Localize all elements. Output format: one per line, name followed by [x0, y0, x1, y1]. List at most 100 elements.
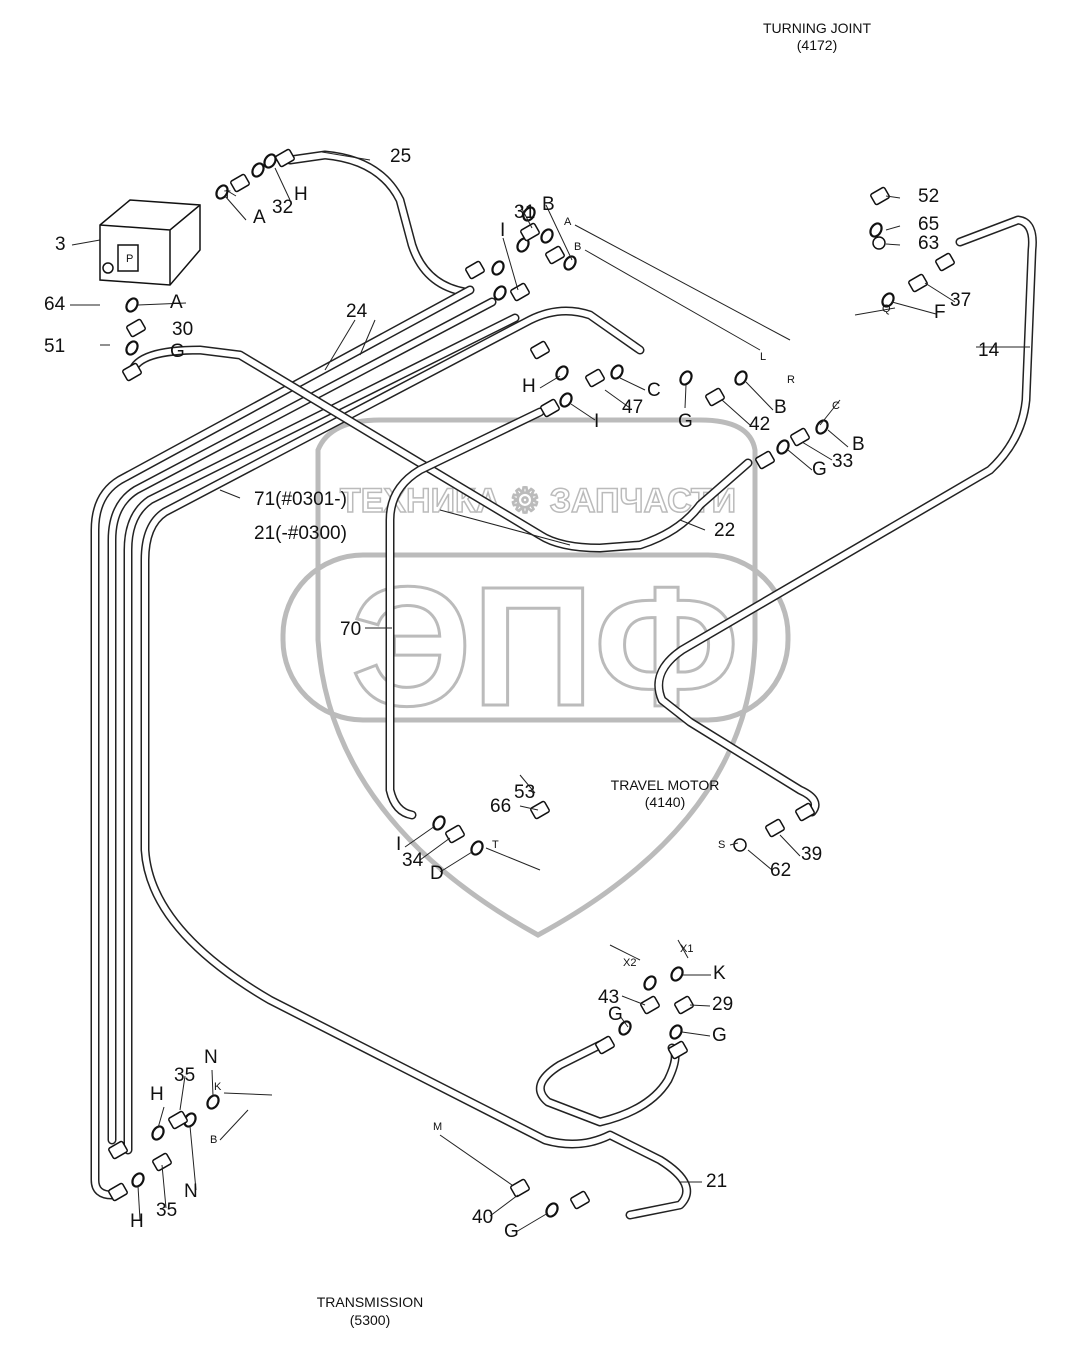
part-callout: 29: [712, 994, 733, 1015]
fitting: [790, 427, 810, 447]
o-ring: [559, 392, 573, 408]
part-callout: 31: [514, 202, 535, 223]
part-callout: G: [678, 411, 693, 432]
o-ring: [206, 1094, 220, 1110]
part-callout: K: [214, 1081, 222, 1093]
part-callout: G: [812, 459, 827, 480]
part-callout: L: [760, 351, 766, 363]
fitting: [108, 1182, 128, 1202]
fitting: [465, 260, 485, 280]
fitting: [445, 824, 465, 844]
washer: [733, 838, 747, 852]
fitting: [765, 818, 785, 838]
fitting: [122, 362, 142, 382]
part-callout: H: [522, 376, 536, 397]
fitting: [668, 1040, 688, 1060]
part-callout: A: [253, 207, 266, 228]
o-ring: [491, 260, 505, 276]
fitting: [152, 1152, 172, 1172]
part-callout: N: [184, 1181, 198, 1202]
fitting: [108, 1140, 128, 1160]
o-ring: [815, 419, 829, 435]
part-callout: 42: [749, 414, 770, 435]
part-callout: H: [150, 1084, 164, 1105]
o-ring: [470, 840, 484, 856]
turning-joint-code: (4172): [797, 37, 837, 53]
part-callout: B: [542, 194, 555, 215]
part-callout: 21: [706, 1171, 727, 1192]
part-callout: 64: [44, 294, 66, 315]
washer: [872, 236, 886, 250]
part-callout: 14: [978, 340, 1000, 361]
part-callout: B: [852, 434, 865, 455]
part-callout: 35: [174, 1065, 195, 1086]
part-callout: 63: [918, 233, 939, 254]
part-callout: G: [712, 1025, 727, 1046]
o-ring: [540, 228, 554, 244]
part-callout: A: [564, 216, 572, 228]
part-callout: H: [130, 1211, 144, 1232]
part-callout: X1: [680, 943, 693, 955]
part-callout: R: [787, 374, 795, 386]
o-ring: [545, 1202, 559, 1218]
part-callout: N: [204, 1047, 218, 1068]
o-ring: [215, 184, 229, 200]
o-ring: [669, 1024, 683, 1040]
part-callout: T: [492, 839, 499, 851]
o-ring: [493, 285, 507, 301]
part-callout: D: [430, 863, 444, 884]
part-callout: 65: [918, 214, 939, 235]
o-ring: [432, 815, 446, 831]
part-callout: 35: [156, 1200, 177, 1221]
part-callout: 71(#0301-): [254, 489, 347, 510]
part-callout: S: [718, 839, 725, 851]
part-callout: P: [126, 253, 133, 265]
part-callout: T: [224, 189, 231, 201]
part-callout: K: [713, 963, 726, 984]
part-callout: I: [500, 220, 505, 241]
part-callout: G: [170, 341, 185, 362]
o-ring: [610, 364, 624, 380]
o-ring: [131, 1172, 145, 1188]
turning-joint-label: TURNING JOINT: [763, 20, 872, 36]
part-callout: 25: [390, 146, 411, 167]
part-callout: 62: [770, 860, 791, 881]
o-ring: [251, 162, 265, 178]
part-callout: 52: [918, 186, 939, 207]
fitting: [640, 995, 660, 1015]
part-callout: 43: [598, 987, 619, 1008]
fitting: [870, 186, 890, 206]
travel-motor-code: (4140): [645, 794, 685, 810]
fitting: [540, 398, 560, 418]
o-ring: [125, 340, 139, 356]
fitting: [585, 368, 605, 388]
part-callout: A: [170, 292, 183, 313]
part-callout: X2: [623, 957, 636, 969]
part-callout: B: [210, 1134, 217, 1146]
fitting: [935, 252, 955, 272]
hose-1: [90, 285, 475, 1200]
part-callout: 70: [340, 619, 361, 640]
o-ring: [618, 1020, 632, 1036]
hose-8: [535, 1040, 680, 1127]
o-ring: [125, 297, 139, 313]
part-callout: 40: [472, 1207, 493, 1228]
o-ring: [670, 966, 684, 982]
valve-block-3: [99, 199, 201, 286]
part-callout: 53: [514, 782, 535, 803]
o-ring: [643, 975, 657, 991]
fitting: [595, 1035, 615, 1055]
part-callout: H: [294, 184, 308, 205]
part-callout: B: [574, 241, 581, 253]
part-callout: 47: [622, 397, 643, 418]
o-ring: [869, 222, 883, 238]
part-callout: 30: [172, 319, 193, 340]
fitting: [908, 273, 928, 293]
fitting: [795, 802, 815, 822]
o-ring: [555, 365, 569, 381]
fitting: [520, 222, 540, 242]
fitting: [530, 340, 550, 360]
part-callout: Q: [882, 303, 891, 315]
part-callout: F: [934, 302, 946, 323]
part-callout: 33: [832, 451, 853, 472]
